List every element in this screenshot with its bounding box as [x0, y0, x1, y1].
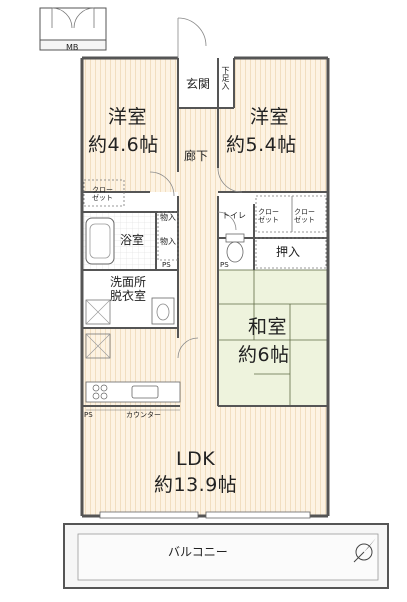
- closets: [83, 179, 327, 269]
- western-left-name: 洋室: [108, 106, 148, 128]
- ps-left-label: PS: [84, 411, 93, 419]
- bath-label: 浴室: [120, 233, 145, 247]
- storage-b-label: 物入: [160, 237, 176, 246]
- japanese-room-size: 約6帖: [238, 344, 290, 366]
- washroom-label: 洗面所 脱衣室: [110, 275, 147, 303]
- washbasin-icon: [151, 297, 175, 325]
- entrance-area: [178, 58, 234, 108]
- oshiire-label: 押入: [276, 245, 301, 259]
- wood-floor: [82, 58, 328, 516]
- kitchen-sink-icon: [131, 385, 159, 399]
- western-left-size: 約4.6帖: [88, 134, 159, 156]
- storage-a-label: 物入: [160, 213, 176, 222]
- japanese-room-name: 和室: [248, 316, 288, 338]
- ps-toilet-label: PS: [220, 261, 229, 269]
- closet-left-label: クロー ゼット: [92, 186, 113, 203]
- toilet-icon: [225, 233, 245, 263]
- stove-icon: [92, 384, 108, 400]
- tatami-room: [217, 269, 329, 407]
- toilet-label: トイレ: [222, 211, 246, 220]
- ldk-size: 約13.9帖: [154, 474, 238, 496]
- shoe-storage-label: 下足入: [221, 66, 230, 90]
- ldk-windows: [99, 511, 311, 519]
- ldk-name: LDK: [176, 448, 216, 470]
- closet-right-a-label: クロー ゼット: [258, 208, 279, 225]
- hallway-label: 廊下: [184, 149, 209, 163]
- door-swings: [149, 17, 243, 359]
- counter-label: カウンター: [126, 411, 161, 419]
- kitchen-counter: [85, 381, 181, 411]
- fridge-space: [85, 333, 111, 359]
- ps-center-label: PS: [162, 261, 171, 269]
- compass-icon: [353, 538, 376, 563]
- balcony-label: バルコニー: [168, 545, 228, 559]
- mb-label: MB: [66, 43, 79, 52]
- mb-window: [39, 7, 107, 51]
- western-right-name: 洋室: [250, 106, 290, 128]
- closet-right-b-label: クロー ゼット: [294, 208, 315, 225]
- western-right-size: 約5.4帖: [226, 134, 297, 156]
- washing-machine-icon: [85, 299, 111, 325]
- bathtub-icon: [85, 217, 115, 265]
- entrance-label: 玄関: [186, 77, 211, 91]
